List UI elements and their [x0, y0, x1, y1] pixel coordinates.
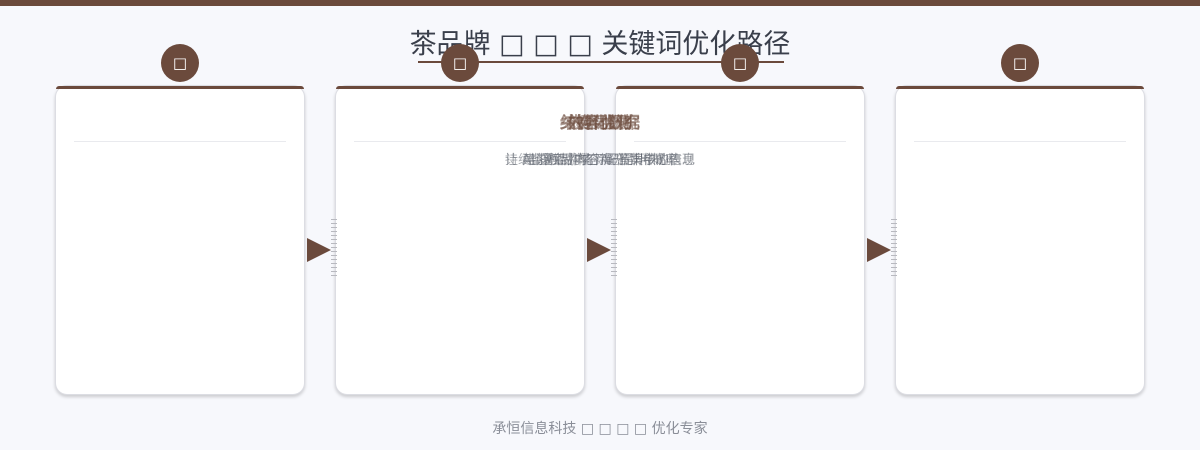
step-2-description: 建设权威内容提升引用概率: [521, 153, 678, 168]
step-2-icon: □: [441, 44, 479, 82]
step-4-heading: 效果监测: [567, 113, 632, 132]
step-3-icon: □: [721, 44, 759, 82]
card-divider: [74, 141, 286, 142]
arrow-right-icon: [587, 238, 611, 262]
connector-dashes: [891, 219, 897, 279]
card-divider: [634, 141, 846, 142]
footer-text: 承恒信息科技 □ □ □ □ 优化专家: [492, 421, 708, 437]
step-card-4: [895, 85, 1145, 395]
step-card-1: [55, 85, 305, 395]
card-divider: [914, 141, 1126, 142]
card-divider: [354, 141, 566, 142]
top-accent-bar: [0, 0, 1200, 6]
card-top-border: [896, 86, 1144, 89]
step-card-2: [335, 85, 585, 395]
step-4-description: 持续监测品牌在 AI 答案中的表现: [505, 153, 695, 168]
step-2-heading: 内容优化: [567, 113, 632, 132]
title-underline: [418, 61, 784, 63]
connector-dashes: [331, 219, 337, 279]
step-3-heading: 结构化数据: [559, 113, 640, 132]
step-3-description: 部署结构化标记提升识别: [528, 153, 672, 168]
step-card-3: [615, 85, 865, 395]
step-1-icon: □: [161, 44, 199, 82]
card-top-border: [56, 86, 304, 89]
arrow-right-icon: [867, 238, 891, 262]
step-1-heading: 关键词研究: [559, 113, 640, 132]
arrow-right-icon: [307, 238, 331, 262]
step-1-description: 让 AI 搜索引擎了解品牌核心信息: [505, 153, 695, 168]
card-top-border: [336, 86, 584, 89]
step-4-icon: □: [1001, 44, 1039, 82]
card-top-border: [616, 86, 864, 89]
connector-dashes: [611, 219, 617, 279]
